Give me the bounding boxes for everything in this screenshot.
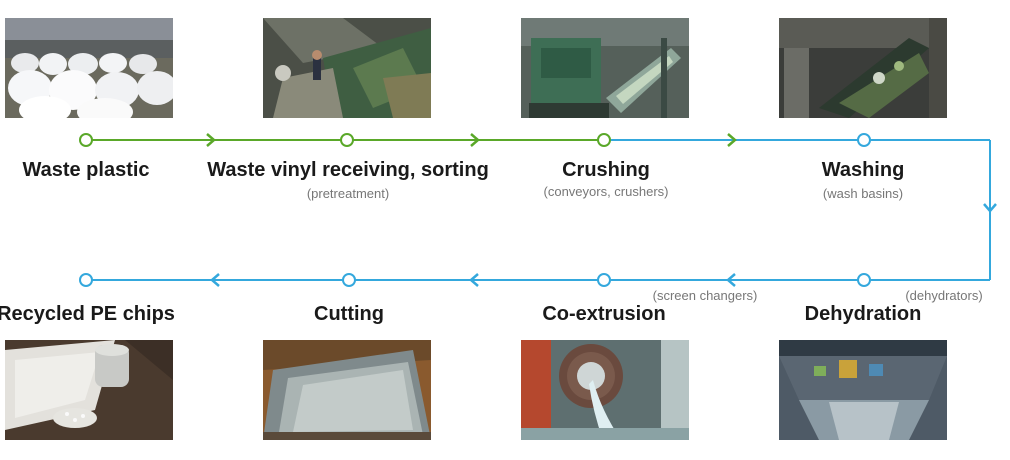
node-crushing xyxy=(597,133,611,147)
node-washing xyxy=(857,133,871,147)
step-label-waste-plastic: Waste plastic xyxy=(22,159,150,181)
chevron-right-icon xyxy=(727,133,737,147)
crushing-photo xyxy=(521,18,689,118)
recycled-pe-chips-photo xyxy=(5,340,173,440)
node-cutting xyxy=(342,273,356,287)
washing-photo xyxy=(779,18,947,118)
co-extrusion-photo xyxy=(521,340,689,440)
step-label-washing: Washing xyxy=(821,159,905,181)
waste-plastic-photo xyxy=(5,18,173,118)
chevron-right-icon xyxy=(206,133,216,147)
step-sub-receiving: (pretreatment) xyxy=(306,186,390,201)
cutting-photo xyxy=(263,340,431,440)
step-label-recycled-pe-chips: Recycled PE chips xyxy=(0,303,175,325)
step-label-dehydration: Dehydration xyxy=(804,303,922,325)
chevron-down-icon xyxy=(983,203,997,213)
step-label-receiving: Waste vinyl receiving, sorting xyxy=(207,159,489,181)
step-sub-washing: (wash basins) xyxy=(822,186,904,201)
step-label-crushing: Crushing xyxy=(562,159,650,181)
node-waste-plastic xyxy=(79,133,93,147)
step-label-cutting: Cutting xyxy=(314,303,384,325)
node-dehydration xyxy=(857,273,871,287)
step-sub-dehydration: (dehydrators) xyxy=(905,288,983,303)
step-sub-crushing: (conveyors, crushers) xyxy=(543,184,669,199)
chevron-left-icon xyxy=(469,273,479,287)
step-label-co-extrusion: Co-extrusion xyxy=(542,303,666,325)
node-recycled-pe-chips xyxy=(79,273,93,287)
dehydration-photo xyxy=(779,340,947,440)
chevron-left-icon xyxy=(726,273,736,287)
chevron-left-icon xyxy=(210,273,220,287)
step-sub-co-extrusion: (screen changers) xyxy=(652,288,758,303)
node-receiving xyxy=(340,133,354,147)
node-co-extrusion xyxy=(597,273,611,287)
chevron-right-icon xyxy=(470,133,480,147)
receiving-sorting-photo xyxy=(263,18,431,118)
